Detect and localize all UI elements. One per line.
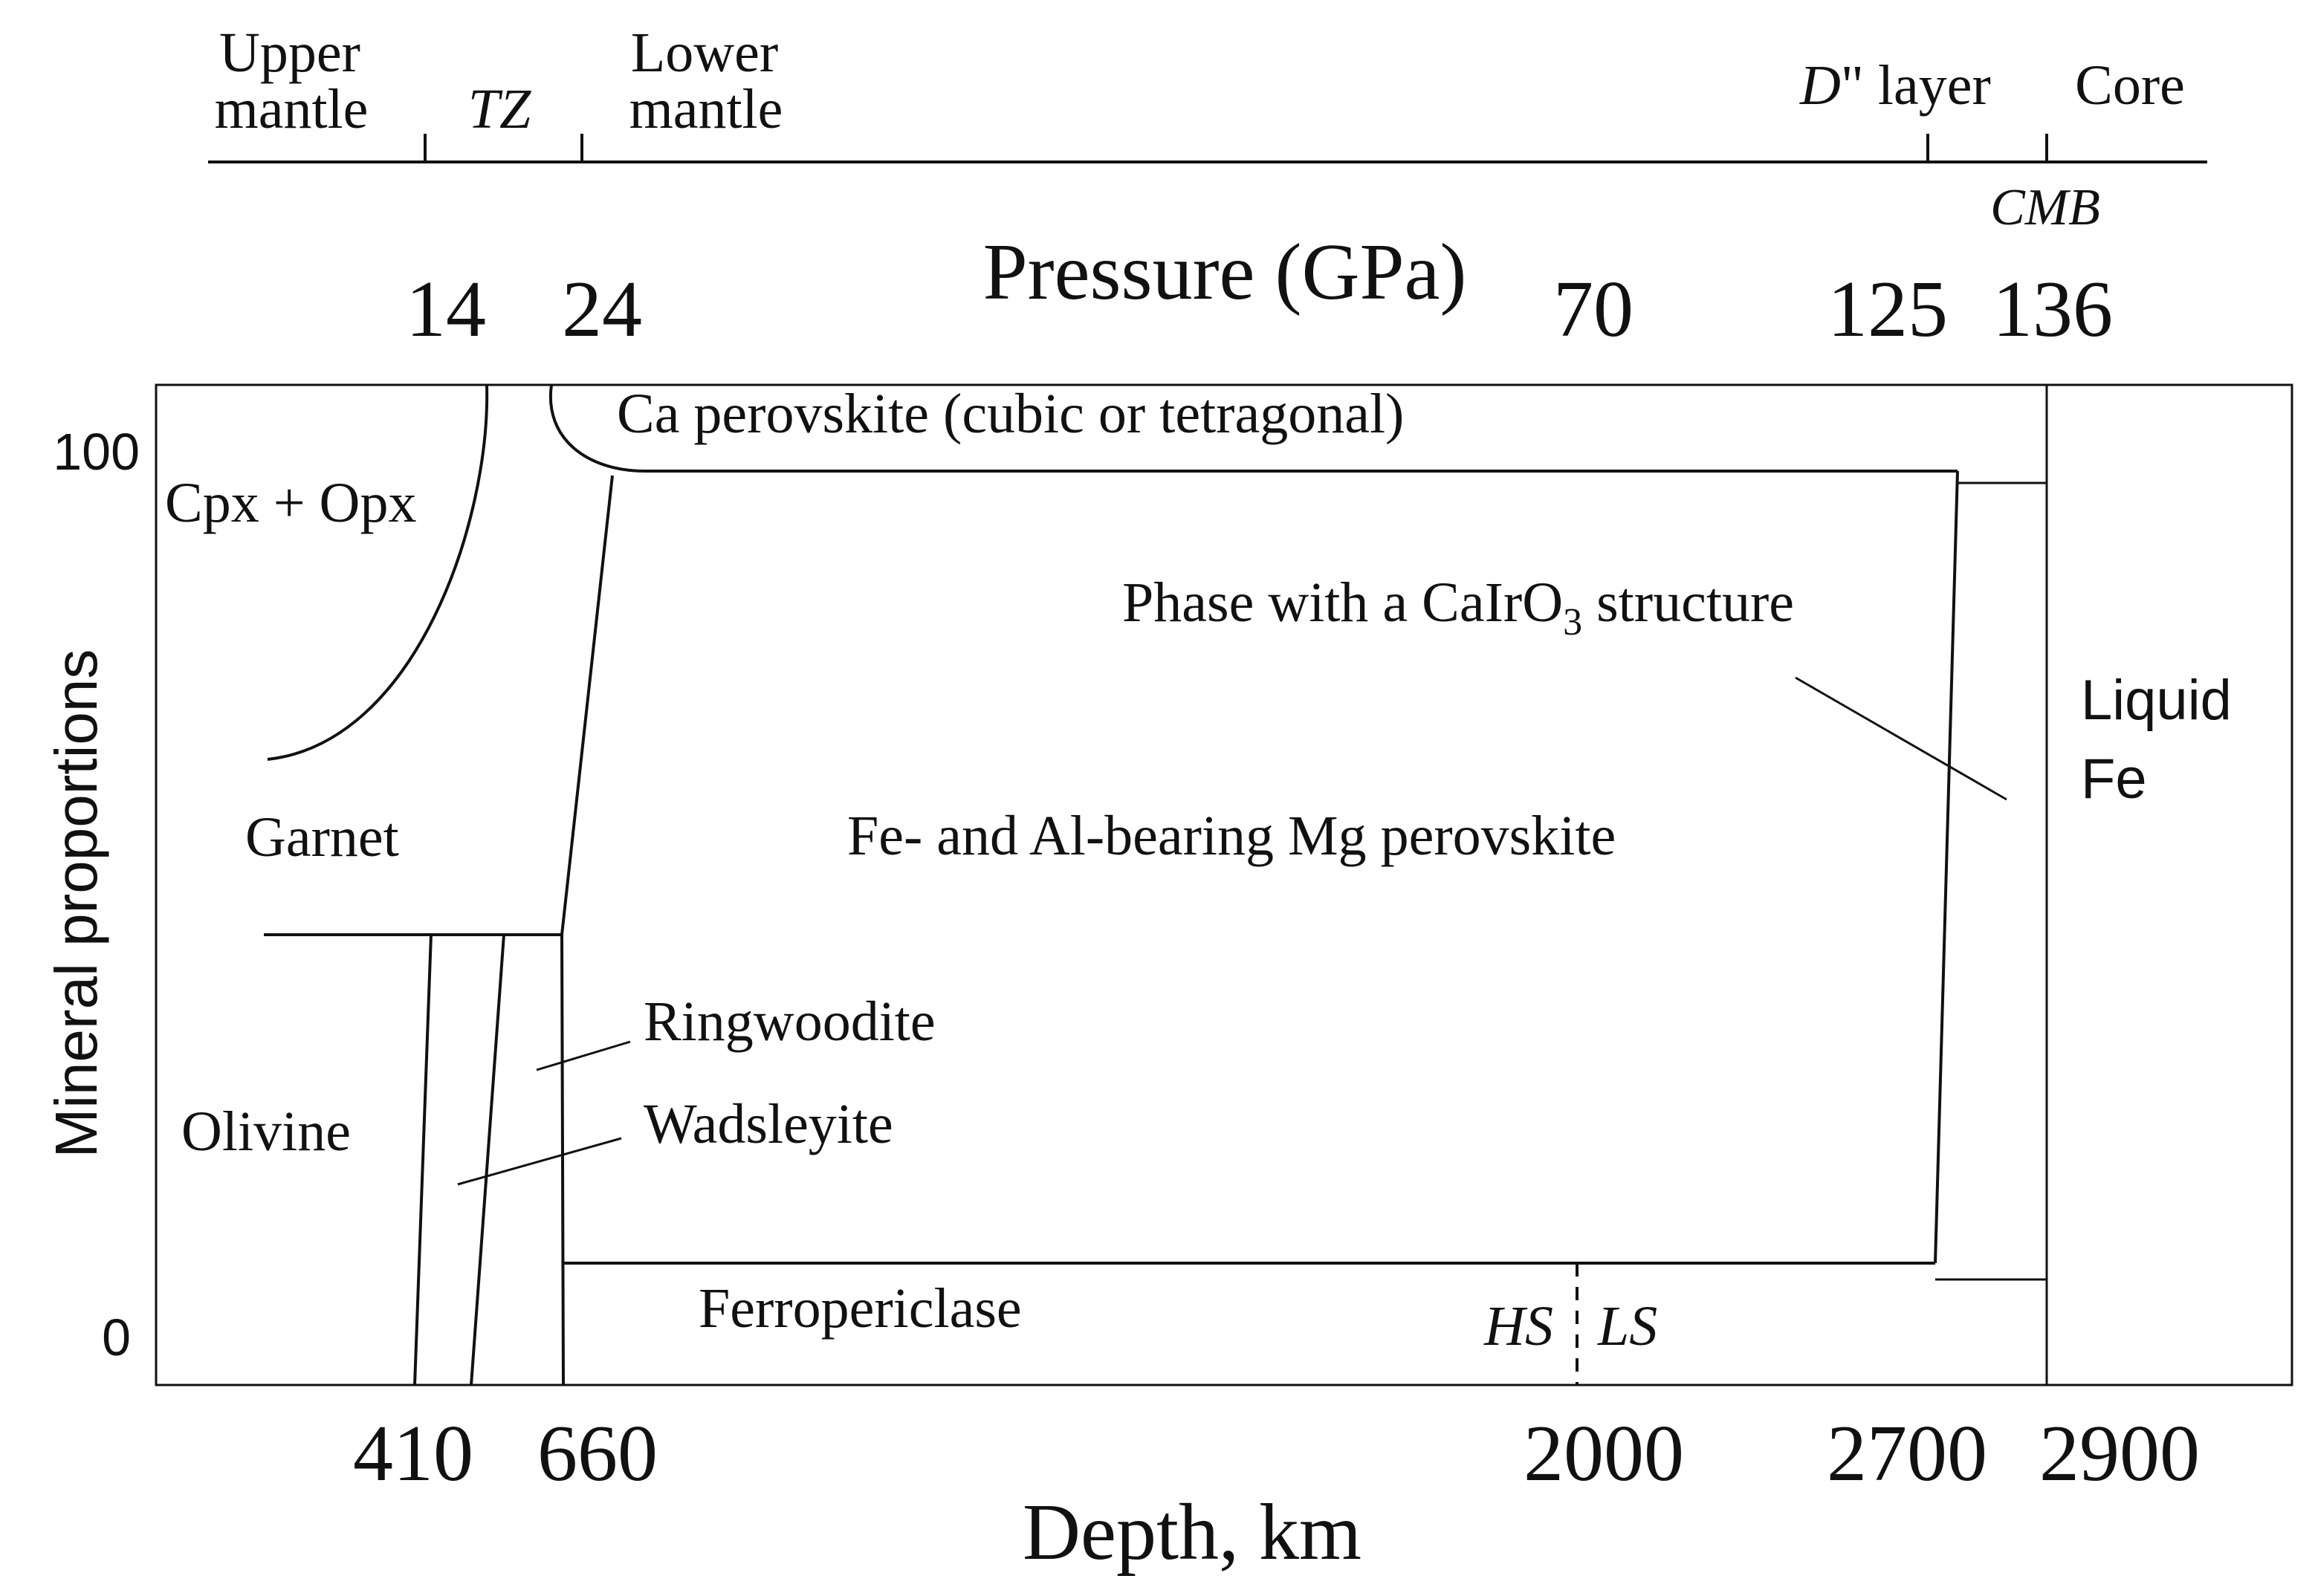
label-fe: Fe bbox=[2081, 747, 2147, 811]
depth-tick-2700: 2700 bbox=[1827, 1410, 1987, 1498]
label-ferropericlase: Ferropericlase bbox=[699, 1277, 1022, 1340]
depth-tick-410: 410 bbox=[353, 1410, 473, 1498]
zone-d-layer: D" layer bbox=[1799, 54, 1991, 117]
zone-cmb: CMB bbox=[1990, 179, 2100, 236]
label-hs: HS bbox=[1483, 1295, 1553, 1357]
plot-frame bbox=[155, 383, 2293, 1386]
zone-core: Core bbox=[2075, 54, 2185, 117]
pressure-tick-136: 136 bbox=[1992, 265, 2113, 354]
zone-bar: Upper mantle TZ Lower mantle D" layer Co… bbox=[208, 22, 2207, 236]
zone-upper-mantle-line2: mantle bbox=[215, 78, 369, 140]
plot-border bbox=[155, 383, 2293, 1386]
depth-axis-label: Depth, km bbox=[1023, 1488, 1362, 1577]
boundary-cpx-opx-garnet bbox=[267, 384, 489, 761]
boundary-garnet-mg-perovskite bbox=[560, 475, 614, 935]
pressure-tick-125: 125 bbox=[1827, 265, 1948, 354]
depth-axis: 410 660 2000 2700 2900 Depth, km bbox=[353, 1410, 2200, 1577]
label-cpx-opx: Cpx + Opx bbox=[165, 472, 416, 534]
zone-tz: TZ bbox=[468, 78, 531, 140]
pressure-axis: Pressure (GPa) 14 24 70 125 136 bbox=[406, 228, 2113, 354]
pressure-tick-24: 24 bbox=[562, 265, 642, 354]
leader-wadsleyite bbox=[457, 1137, 622, 1186]
phase-labels: Cpx + Opx Garnet Olivine Ringwoodite Wad… bbox=[165, 383, 2232, 1357]
y-tick-100: 100 bbox=[53, 423, 140, 481]
phase-boundaries bbox=[264, 384, 2047, 1386]
zone-upper-mantle-line1: Upper bbox=[219, 22, 360, 84]
depth-tick-660: 660 bbox=[537, 1410, 658, 1498]
y-axis: Mineral proportions 100 0 bbox=[43, 423, 140, 1366]
leader-ringwoodite bbox=[536, 1040, 631, 1071]
pressure-axis-label: Pressure (GPa) bbox=[983, 228, 1467, 317]
boundary-cairo3 bbox=[1934, 470, 1959, 1264]
zone-lower-mantle-line2: mantle bbox=[629, 78, 783, 140]
label-olivine: Olivine bbox=[181, 1100, 351, 1163]
leader-cairo3 bbox=[1795, 676, 2007, 801]
depth-tick-2900: 2900 bbox=[2039, 1410, 2200, 1498]
label-cairo3-phase: Phase with a CaIrO3 structure bbox=[1122, 571, 1794, 643]
y-tick-0: 0 bbox=[102, 1308, 131, 1366]
label-liquid: Liquid bbox=[2081, 669, 2232, 732]
label-ca-perovskite: Ca perovskite (cubic or tetragonal) bbox=[617, 383, 1404, 445]
label-ringwoodite: Ringwoodite bbox=[644, 990, 936, 1053]
boundary-ca-perovskite bbox=[548, 384, 1958, 473]
label-wadsleyite: Wadsleyite bbox=[644, 1093, 893, 1155]
label-mg-perovskite: Fe- and Al-bearing Mg perovskite bbox=[847, 805, 1616, 867]
pressure-tick-14: 14 bbox=[406, 265, 486, 354]
y-axis-label: Mineral proportions bbox=[43, 649, 109, 1158]
boundary-660 bbox=[560, 934, 565, 1386]
pressure-tick-70: 70 bbox=[1553, 265, 1634, 354]
label-ls: LS bbox=[1597, 1295, 1657, 1357]
label-garnet: Garnet bbox=[245, 806, 399, 869]
zone-lower-mantle-line1: Lower bbox=[631, 22, 778, 84]
boundary-410 bbox=[413, 934, 433, 1386]
depth-tick-2000: 2000 bbox=[1524, 1410, 1684, 1498]
boundary-wadsleyite-ringwoodite bbox=[470, 934, 505, 1386]
